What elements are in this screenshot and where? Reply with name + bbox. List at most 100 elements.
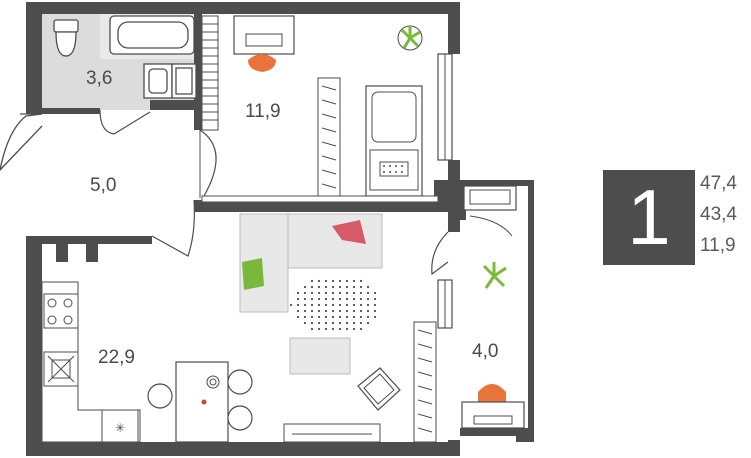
rug-dot <box>338 327 342 331</box>
floor-plan: ✳ 3,6 5,0 11,9 22,9 4,0 <box>0 2 534 456</box>
hallway-area-label: 5,0 <box>90 175 116 196</box>
bedroom-radiator <box>201 15 219 131</box>
balcony-area-label: 4,0 <box>472 341 498 362</box>
living-area: 43,4 <box>700 204 737 225</box>
rug-dot <box>317 327 321 331</box>
area-summary: 47,4 43,4 11,9 <box>700 168 737 261</box>
snowflake-icon: ✳ <box>115 421 125 435</box>
rug-dot <box>352 279 356 283</box>
rug-dot <box>303 321 307 325</box>
rug-dot <box>303 285 307 289</box>
rug-dot <box>338 285 342 289</box>
rug-dot <box>366 285 370 289</box>
rug-dot <box>359 327 363 331</box>
rug-dot <box>324 321 328 325</box>
rug-dot <box>296 297 300 301</box>
bathroom-fixtures <box>53 15 197 99</box>
rug-dot <box>317 285 321 289</box>
rug-dot <box>331 285 335 289</box>
total-area: 47,4 <box>700 173 737 194</box>
rug-dot <box>359 303 363 307</box>
hall-wardrobe <box>201 195 439 203</box>
rug-dot <box>317 315 321 319</box>
rug-dot <box>338 309 342 313</box>
plant-icon <box>397 25 423 51</box>
rug-dot <box>359 285 363 289</box>
rug-dot <box>352 309 356 313</box>
rug-dot <box>310 321 314 325</box>
rug-dot <box>352 291 356 295</box>
balcony-plant-icon <box>482 262 507 289</box>
rug-dot <box>359 321 363 325</box>
rug-dot <box>366 321 370 325</box>
rug-dot <box>317 297 321 301</box>
rug-dot <box>310 303 314 307</box>
rug-dot <box>338 315 342 319</box>
living-door <box>151 199 195 257</box>
rug-dot <box>338 279 342 283</box>
rug-dot <box>345 279 349 283</box>
rug-dot <box>324 315 328 319</box>
bathroom-area-label: 3,6 <box>86 68 112 89</box>
rug-dot <box>345 327 349 331</box>
rug-dot <box>331 297 335 301</box>
living-wardrobe <box>413 321 437 443</box>
rug-dot <box>331 291 335 295</box>
rug-dot <box>359 291 363 295</box>
dining-set <box>147 361 253 443</box>
rug-dot <box>324 291 328 295</box>
rug-dot <box>352 285 356 289</box>
rug-dot <box>331 303 335 307</box>
balcony-chair <box>478 384 506 402</box>
rug-dot <box>303 315 307 319</box>
rug-dot <box>317 309 321 313</box>
rug-dot <box>366 315 370 319</box>
rug-dot <box>352 315 356 319</box>
rug-dot <box>373 291 377 295</box>
rug <box>289 279 377 331</box>
living-area-label: 22,9 <box>98 347 135 368</box>
rug-dot <box>359 297 363 301</box>
rug-dot <box>366 309 370 313</box>
rug-dot <box>310 297 314 301</box>
rug-dot <box>331 279 335 283</box>
rug-dot <box>352 327 356 331</box>
rug-dot <box>345 321 349 325</box>
bedroom-area-label: 11,9 <box>245 101 281 122</box>
rug-dot <box>310 279 314 283</box>
rug-dot <box>324 327 328 331</box>
rug-dot <box>324 297 328 301</box>
rug-dot <box>310 285 314 289</box>
rug-dot <box>296 291 300 295</box>
rug-dot <box>345 297 349 301</box>
rug-dot <box>345 309 349 313</box>
rug-dot <box>317 321 321 325</box>
rug-dot <box>331 327 335 331</box>
rug-dot <box>338 321 342 325</box>
bedroom-desk <box>233 15 295 55</box>
rug-dot <box>324 285 328 289</box>
armchair <box>357 367 401 411</box>
bedroom-wardrobe <box>317 77 341 201</box>
rug-dot <box>345 291 349 295</box>
rug-dot <box>317 291 321 295</box>
rug-dot <box>352 321 356 325</box>
rug-dot <box>359 315 363 319</box>
rug-dot <box>317 279 321 283</box>
rug-dot <box>359 309 363 313</box>
rug-dot <box>373 303 377 307</box>
rug-dot <box>310 309 314 313</box>
bed <box>365 85 423 197</box>
sofa <box>239 213 383 313</box>
balcony-door <box>431 231 449 276</box>
rug-dot <box>296 303 300 307</box>
rug-dot <box>324 303 328 307</box>
entrance-door <box>0 113 43 171</box>
rug-dot <box>338 297 342 301</box>
rug-dot <box>324 279 328 283</box>
rug-dot <box>373 309 377 313</box>
kitchen <box>41 281 141 443</box>
rug-dot <box>303 309 307 313</box>
rug-dot <box>373 297 377 301</box>
rug-dot <box>331 321 335 325</box>
